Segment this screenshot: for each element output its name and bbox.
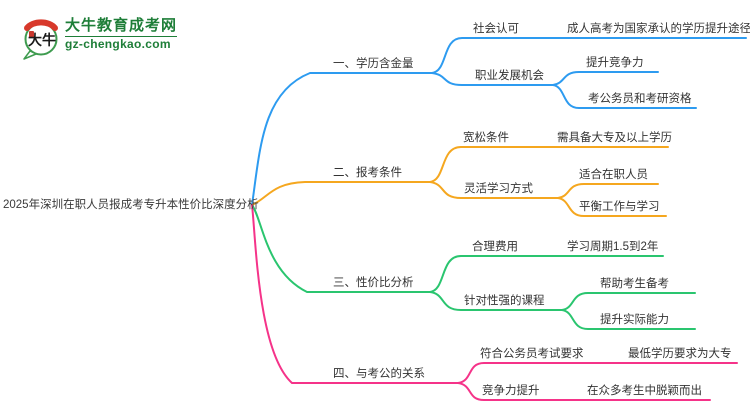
branch3-leaf22-line	[561, 309, 696, 330]
branch3-child1-line	[429, 255, 664, 293]
branch1-leaf21-line	[552, 71, 659, 86]
branch3-child2-line	[429, 291, 563, 311]
site-logo-icon: 大牛	[23, 19, 58, 60]
branch2-child2-line	[429, 181, 559, 199]
branch1-leaf22-label: 考公务员和考研资格	[588, 93, 692, 105]
branch1-leaf11-label: 成人高考为国家承认的学历提升途径	[567, 23, 750, 35]
branch3-leaf11-label: 学习周期1.5到2年	[567, 241, 659, 253]
logo-seal	[29, 31, 34, 38]
branch3-trunk-line	[251, 204, 431, 293]
logo-calligraphy-text: 大牛	[28, 32, 56, 49]
branch3-leaf21-line	[561, 292, 696, 311]
branch4-child2-label: 竞争力提升	[482, 385, 540, 397]
logo-text-block: 大牛教育成考网 gz-chengkao.com	[65, 12, 178, 51]
branch1-trunk-line	[251, 72, 433, 206]
site-url: gz-chengkao.com	[65, 37, 171, 51]
branch4-child1-label: 符合公务员考试要求	[480, 348, 584, 360]
logo-red-hat	[24, 19, 58, 31]
site-name: 大牛教育成考网	[65, 17, 178, 34]
branch3-child2-label: 针对性强的课程	[464, 295, 545, 307]
branch2-leaf21-label: 适合在职人员	[579, 169, 648, 181]
branch2-trunk-line	[251, 181, 431, 206]
branch4-leaf21-label: 在众多考生中脱颖而出	[587, 385, 702, 397]
branch4-leaf11-label: 最低学历要求为大专	[628, 348, 732, 360]
branch1-leaf21-label: 提升竞争力	[586, 57, 644, 69]
branch3-child1-label: 合理费用	[472, 241, 518, 253]
branch2-child1-label: 宽松条件	[463, 132, 509, 144]
branch4-trunk-line	[251, 204, 459, 384]
branch1-child1-label: 社会认可	[473, 23, 519, 35]
branch1-child1-line	[431, 37, 747, 74]
branch2-leaf21-line	[557, 183, 659, 199]
branch2-leaf22-label: 平衡工作与学习	[579, 201, 660, 213]
branch1-leaf22-line	[552, 84, 697, 109]
branch1-label: 一、学历含金量	[333, 58, 414, 70]
branch2-child2-label: 灵活学习方式	[464, 183, 533, 195]
speech-bubble-tail	[23, 50, 37, 60]
branch4-label: 四、与考公的关系	[333, 368, 425, 380]
logo-divider	[65, 36, 178, 37]
branch1-child2-line	[431, 72, 554, 86]
branch3-leaf22-label: 提升实际能力	[600, 314, 669, 326]
branch4-child2-line	[457, 382, 711, 401]
branch1-child2-label: 职业发展机会	[475, 70, 544, 82]
site-logo: 大牛 大牛教育成考网 gz-chengkao.com	[20, 12, 178, 60]
branch2-child1-line	[429, 146, 669, 183]
branch3-label: 三、性价比分析	[333, 277, 414, 289]
branch2-leaf11-label: 需具备大专及以上学历	[557, 132, 672, 144]
branch2-leaf22-line	[557, 197, 667, 217]
branch2-label: 二、报考条件	[333, 167, 402, 179]
branch4-child1-line	[457, 362, 738, 384]
central-topic: 2025年深圳在职人员报成考专升本性价比深度分析	[3, 199, 259, 211]
branch3-leaf21-label: 帮助考生备考	[600, 278, 669, 290]
